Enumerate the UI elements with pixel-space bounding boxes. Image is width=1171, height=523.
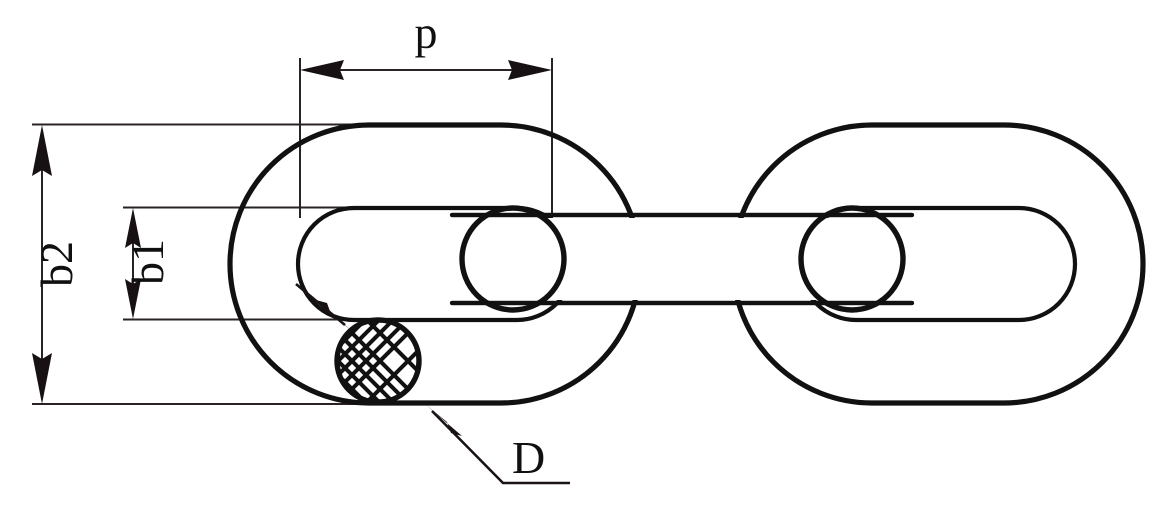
b2-arrow-bottom: [32, 353, 52, 404]
b1-arrow-top: [125, 208, 141, 248]
wire-section-outline: [334, 317, 422, 405]
pitch-arrow-right: [508, 60, 552, 80]
chain-link-middle: [449, 205, 915, 313]
D-leader-arrow: [426, 405, 462, 436]
b1-arrow-bottom: [125, 279, 141, 319]
dimension-inner-width: b1: [122, 206, 430, 321]
pitch-arrow-left: [300, 60, 344, 80]
section-upper-leader: [295, 283, 352, 331]
wire-cross-section: [334, 317, 422, 405]
middle-link-left-ring-section: [459, 205, 567, 313]
dimension-outer-width: b2: [31, 123, 400, 405]
middle-link-right-ring-section: [798, 205, 906, 313]
dimension-wire-diameter: D: [426, 405, 570, 485]
D-leader-line: [431, 410, 570, 485]
wire-section-hatching: [339, 322, 417, 400]
D-label: D: [512, 432, 545, 483]
b2-arrow-top: [32, 125, 52, 176]
dimension-pitch: p: [299, 7, 553, 218]
pitch-label: p: [415, 7, 438, 58]
b1-label: b1: [122, 239, 173, 285]
section-upper-leader-arrow: [316, 300, 352, 331]
b2-label: b2: [31, 241, 82, 287]
middle-link-fill-mask: [455, 218, 910, 300]
